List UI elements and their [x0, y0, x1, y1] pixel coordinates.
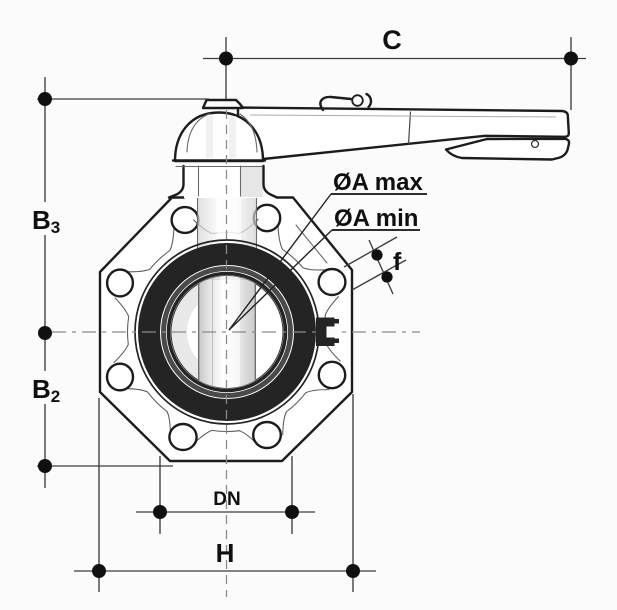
- lever-seam: [407, 111, 412, 145]
- bolt-hole: [168, 422, 198, 452]
- oa-min-leader: [228, 229, 333, 331]
- label-oa-min: ØA min: [334, 205, 418, 232]
- dimension-dot: [285, 505, 299, 519]
- dome-top-tab: [201, 98, 245, 110]
- dimension-dn: DN: [136, 456, 315, 534]
- dim-label-dn: DN: [213, 489, 240, 510]
- dim-label-h: H: [216, 538, 235, 568]
- oa-max-leader: [228, 193, 332, 331]
- flange-lug-contour: [126, 227, 175, 273]
- bolt-hole: [251, 420, 282, 450]
- bore-shadow: [171, 277, 221, 387]
- diameter-callouts: ØA max ØA min: [228, 169, 427, 331]
- valve-neck: [167, 160, 279, 199]
- bolt-hole: [317, 360, 347, 390]
- flange-lug-contour: [192, 429, 259, 446]
- dim-label-c: C: [382, 25, 402, 55]
- lock-knob: [351, 94, 364, 107]
- dimension-dot: [346, 564, 360, 578]
- dimension-b-column: B3 B2: [27, 77, 209, 488]
- dimension-dot: [38, 459, 52, 473]
- dimension-dot: [38, 326, 52, 340]
- handle-dome: [171, 98, 267, 168]
- lever-top-face-line: [249, 114, 557, 118]
- dimension-dot: [92, 564, 106, 578]
- label-oa-max: ØA max: [333, 169, 423, 196]
- bolt-hole: [317, 267, 347, 297]
- flange-lug-contour: [282, 389, 330, 436]
- dimension-dot: [38, 92, 52, 106]
- dimension-h: H: [74, 394, 376, 592]
- flange-lug-contour: [124, 388, 171, 435]
- valve-handle: [167, 92, 571, 199]
- dimensions: C B3 B2 f: [27, 25, 586, 592]
- seat-tab: [316, 317, 339, 346]
- dimension-dot: [153, 505, 167, 519]
- bolt-holes: [105, 203, 347, 452]
- handle-lever: [236, 106, 570, 161]
- dim-label-b3: B3: [32, 205, 60, 237]
- flange-lug-contour: [113, 297, 130, 364]
- blade-hole: [530, 139, 540, 149]
- bolt-hole: [105, 362, 135, 392]
- handle-trigger-blade: [444, 137, 571, 161]
- dim-label-b2: B2: [32, 374, 60, 406]
- dimension-dot: [381, 271, 393, 283]
- handle-lock-lever: [319, 92, 373, 112]
- dimension-c: C: [203, 25, 586, 110]
- dimension-dot: [564, 51, 578, 66]
- bolt-hole: [105, 268, 135, 298]
- flange-inner-face-line: [295, 224, 328, 264]
- flange-lug-contour: [277, 226, 327, 271]
- dimension-dot: [371, 249, 383, 261]
- dimension-dot: [219, 51, 233, 66]
- dim-label-f: f: [393, 248, 402, 276]
- dimension-f: f: [343, 236, 407, 295]
